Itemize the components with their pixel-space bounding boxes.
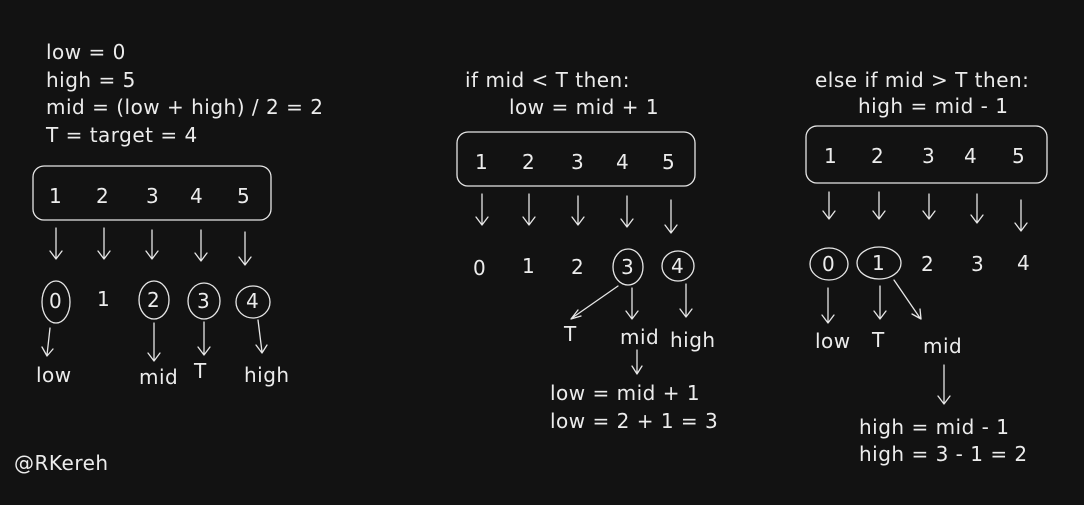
- p2-array-value-5: 5: [662, 150, 675, 174]
- p3-array-value-4: 4: [964, 144, 977, 168]
- p3-array-value-3: 3: [922, 144, 935, 168]
- p3-index-0: 0: [822, 252, 835, 276]
- p1-index-0: 0: [49, 289, 62, 313]
- p1-label-arrows: [41, 319, 268, 362]
- p3-circle-0: [809, 247, 849, 281]
- p3-index-4: 4: [1017, 251, 1030, 275]
- p2-array-value-1: 1: [475, 150, 488, 174]
- p1-circle-4: [235, 285, 271, 319]
- p1-index-2: 2: [147, 288, 160, 312]
- p1-line-mid: mid = (low + high) / 2 = 2: [46, 95, 324, 119]
- p1-array-value-2: 2: [96, 184, 109, 208]
- p1-array-value-5: 5: [237, 184, 250, 208]
- p1-line-low: low = 0: [46, 40, 126, 64]
- p1-line-high: high = 5: [46, 68, 136, 92]
- p2-condition: if mid < T then:: [465, 68, 630, 92]
- p2-index-3: 3: [621, 255, 634, 279]
- p3-result-line-1: high = mid - 1: [859, 415, 1010, 439]
- p3-label-mid: mid: [923, 334, 963, 358]
- p2-index-0: 0: [473, 256, 486, 280]
- p3-result-line-2: high = 3 - 1 = 2: [859, 442, 1028, 466]
- p2-result-line-2: low = 2 + 1 = 3: [550, 409, 719, 433]
- p3-array-value-2: 2: [871, 144, 884, 168]
- p3-array-box: [805, 125, 1048, 184]
- p1-label-mid: mid: [139, 365, 179, 389]
- p1-array-value-4: 4: [190, 184, 203, 208]
- p1-index-3: 3: [197, 289, 210, 313]
- p3-label-arrows: [821, 279, 951, 405]
- p1-circle-0: [41, 280, 71, 324]
- p2-array-box: [456, 131, 696, 187]
- p3-condition: else if mid > T then:: [815, 68, 1030, 92]
- p1-index-4: 4: [246, 289, 259, 313]
- p2-circle-4: [661, 250, 695, 282]
- p2-array-value-3: 3: [571, 150, 584, 174]
- p3-array-value-5: 5: [1012, 144, 1025, 168]
- p1-array-box: [32, 165, 272, 221]
- p1-down-arrows: [49, 227, 252, 266]
- p2-action: low = mid + 1: [509, 95, 660, 119]
- p2-index-2: 2: [571, 255, 584, 279]
- p3-index-2: 2: [921, 252, 934, 276]
- p3-action: high = mid - 1: [858, 94, 1009, 118]
- p3-circle-1: [856, 246, 902, 280]
- p3-label-t: T: [872, 328, 885, 352]
- p3-down-arrows: [822, 191, 1028, 232]
- p2-result-line-1: low = mid + 1: [550, 381, 701, 405]
- p3-label-low: low: [815, 329, 851, 353]
- p1-label-low: low: [36, 363, 72, 387]
- p1-circle-3: [187, 282, 221, 320]
- p1-array-value-1: 1: [49, 184, 62, 208]
- p3-index-1: 1: [872, 251, 885, 275]
- p3-index-3: 3: [971, 252, 984, 276]
- p2-array-value-2: 2: [522, 150, 535, 174]
- p2-label-mid: mid: [620, 325, 660, 349]
- p1-index-1: 1: [97, 287, 110, 311]
- p2-label-t: T: [564, 322, 577, 346]
- p1-label-high: high: [244, 363, 290, 387]
- p1-array-value-3: 3: [146, 184, 159, 208]
- p3-array-value-1: 1: [824, 144, 837, 168]
- p2-circle-3: [612, 248, 644, 286]
- p1-circle-2: [138, 280, 170, 320]
- p2-down-arrows: [475, 193, 678, 234]
- p2-array-value-4: 4: [616, 150, 629, 174]
- p2-index-4: 4: [671, 254, 684, 278]
- p1-label-t: T: [194, 359, 207, 383]
- p2-label-high: high: [670, 328, 716, 352]
- author-watermark: @RKereh: [14, 451, 109, 475]
- p2-label-arrows: [570, 283, 693, 375]
- p2-index-1: 1: [522, 254, 535, 278]
- p1-line-target: T = target = 4: [46, 123, 198, 147]
